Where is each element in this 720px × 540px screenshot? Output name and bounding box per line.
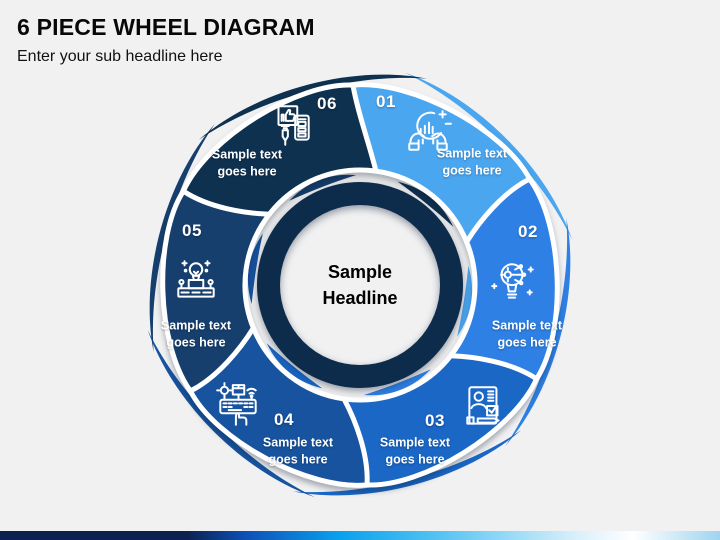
growth-analysis-hands-icon — [403, 106, 453, 156]
segment-text-06: Sample text goes here — [211, 147, 283, 178]
page-title: 6 PIECE WHEEL DIAGRAM — [17, 14, 315, 40]
segment-number-04: 04 — [274, 410, 294, 429]
segment-number-02: 02 — [518, 222, 538, 241]
segment-number-03: 03 — [425, 411, 445, 430]
innovation-bulb-icon — [487, 257, 537, 307]
idea-machine-icon — [171, 256, 221, 306]
segment-number-05: 05 — [182, 221, 202, 240]
segment-text-05: Sample text goes here — [160, 318, 232, 349]
segment-text-02: Sample text goes here — [491, 318, 563, 349]
resume-checklist-icon — [460, 382, 510, 432]
segment-text-01: Sample text goes here — [436, 146, 508, 177]
automation-keyboard-icon — [213, 381, 263, 431]
page-subtitle: Enter your sub headline here — [17, 48, 223, 65]
segment-number-06: 06 — [317, 94, 337, 113]
feedback-phone-icon — [266, 100, 316, 150]
center-ring — [257, 182, 463, 388]
segment-text-03: Sample text goes here — [379, 435, 451, 466]
segment-number-01: 01 — [376, 92, 396, 111]
center-headline: Sample Headline — [322, 261, 398, 308]
footer-gradient-bar — [0, 531, 720, 540]
segment-text-04: Sample text goes here — [262, 435, 334, 466]
header: 6 PIECE WHEEL DIAGRAM Enter your sub hea… — [17, 14, 315, 66]
